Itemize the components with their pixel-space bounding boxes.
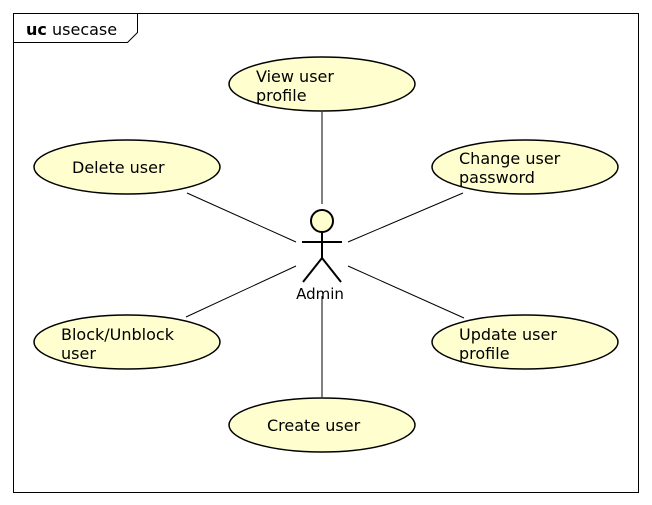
diagram-frame (13, 13, 639, 493)
use-case-create-user[interactable]: Create user (228, 397, 416, 453)
associations (185, 112, 465, 397)
use-case-label-line: Create user (267, 416, 361, 435)
use-case-view-user-profile[interactable]: View user profile (228, 56, 416, 112)
use-case-update-user-profile[interactable]: Update user profile (431, 314, 619, 370)
use-case-ellipse (228, 397, 416, 453)
use-case-ellipse (33, 139, 221, 195)
frame-tab (13, 13, 138, 43)
association-update-user-profile (347, 265, 465, 319)
frame-keyword: uc (26, 20, 47, 39)
use-case-ellipse (431, 139, 619, 195)
frame-name: usecase (52, 20, 117, 39)
use-case-change-user-password[interactable]: Change user password (431, 139, 619, 195)
association-block-unblock-user (185, 265, 297, 318)
use-case-ellipse (431, 314, 619, 370)
use-case-label-line: Update user (459, 325, 557, 344)
use-case-label-line: profile (459, 344, 510, 363)
use-case-label-line: profile (256, 86, 307, 105)
use-case-label-line: View user (256, 67, 334, 86)
use-case-ellipse (228, 56, 416, 112)
actor-left-leg (302, 257, 323, 283)
actor-admin[interactable]: Admin (296, 209, 344, 303)
use-case-delete-user[interactable]: Delete user (33, 139, 221, 195)
use-case-label-line: Delete user (72, 158, 165, 177)
use-case-label-line: Change user (459, 149, 561, 168)
actor-label: Admin (296, 285, 344, 303)
use-case-label-line: password (459, 168, 535, 187)
use-case-ellipse (33, 314, 221, 370)
association-change-user-password (347, 192, 464, 243)
actor-right-leg (321, 257, 342, 283)
use-case-block-unblock-user[interactable]: Block/Unblock user (33, 314, 221, 370)
use-case-label-line: Block/Unblock (61, 325, 175, 344)
actor-head-icon (310, 209, 334, 233)
association-delete-user (186, 192, 297, 243)
use-case-label-line: user (61, 344, 96, 363)
